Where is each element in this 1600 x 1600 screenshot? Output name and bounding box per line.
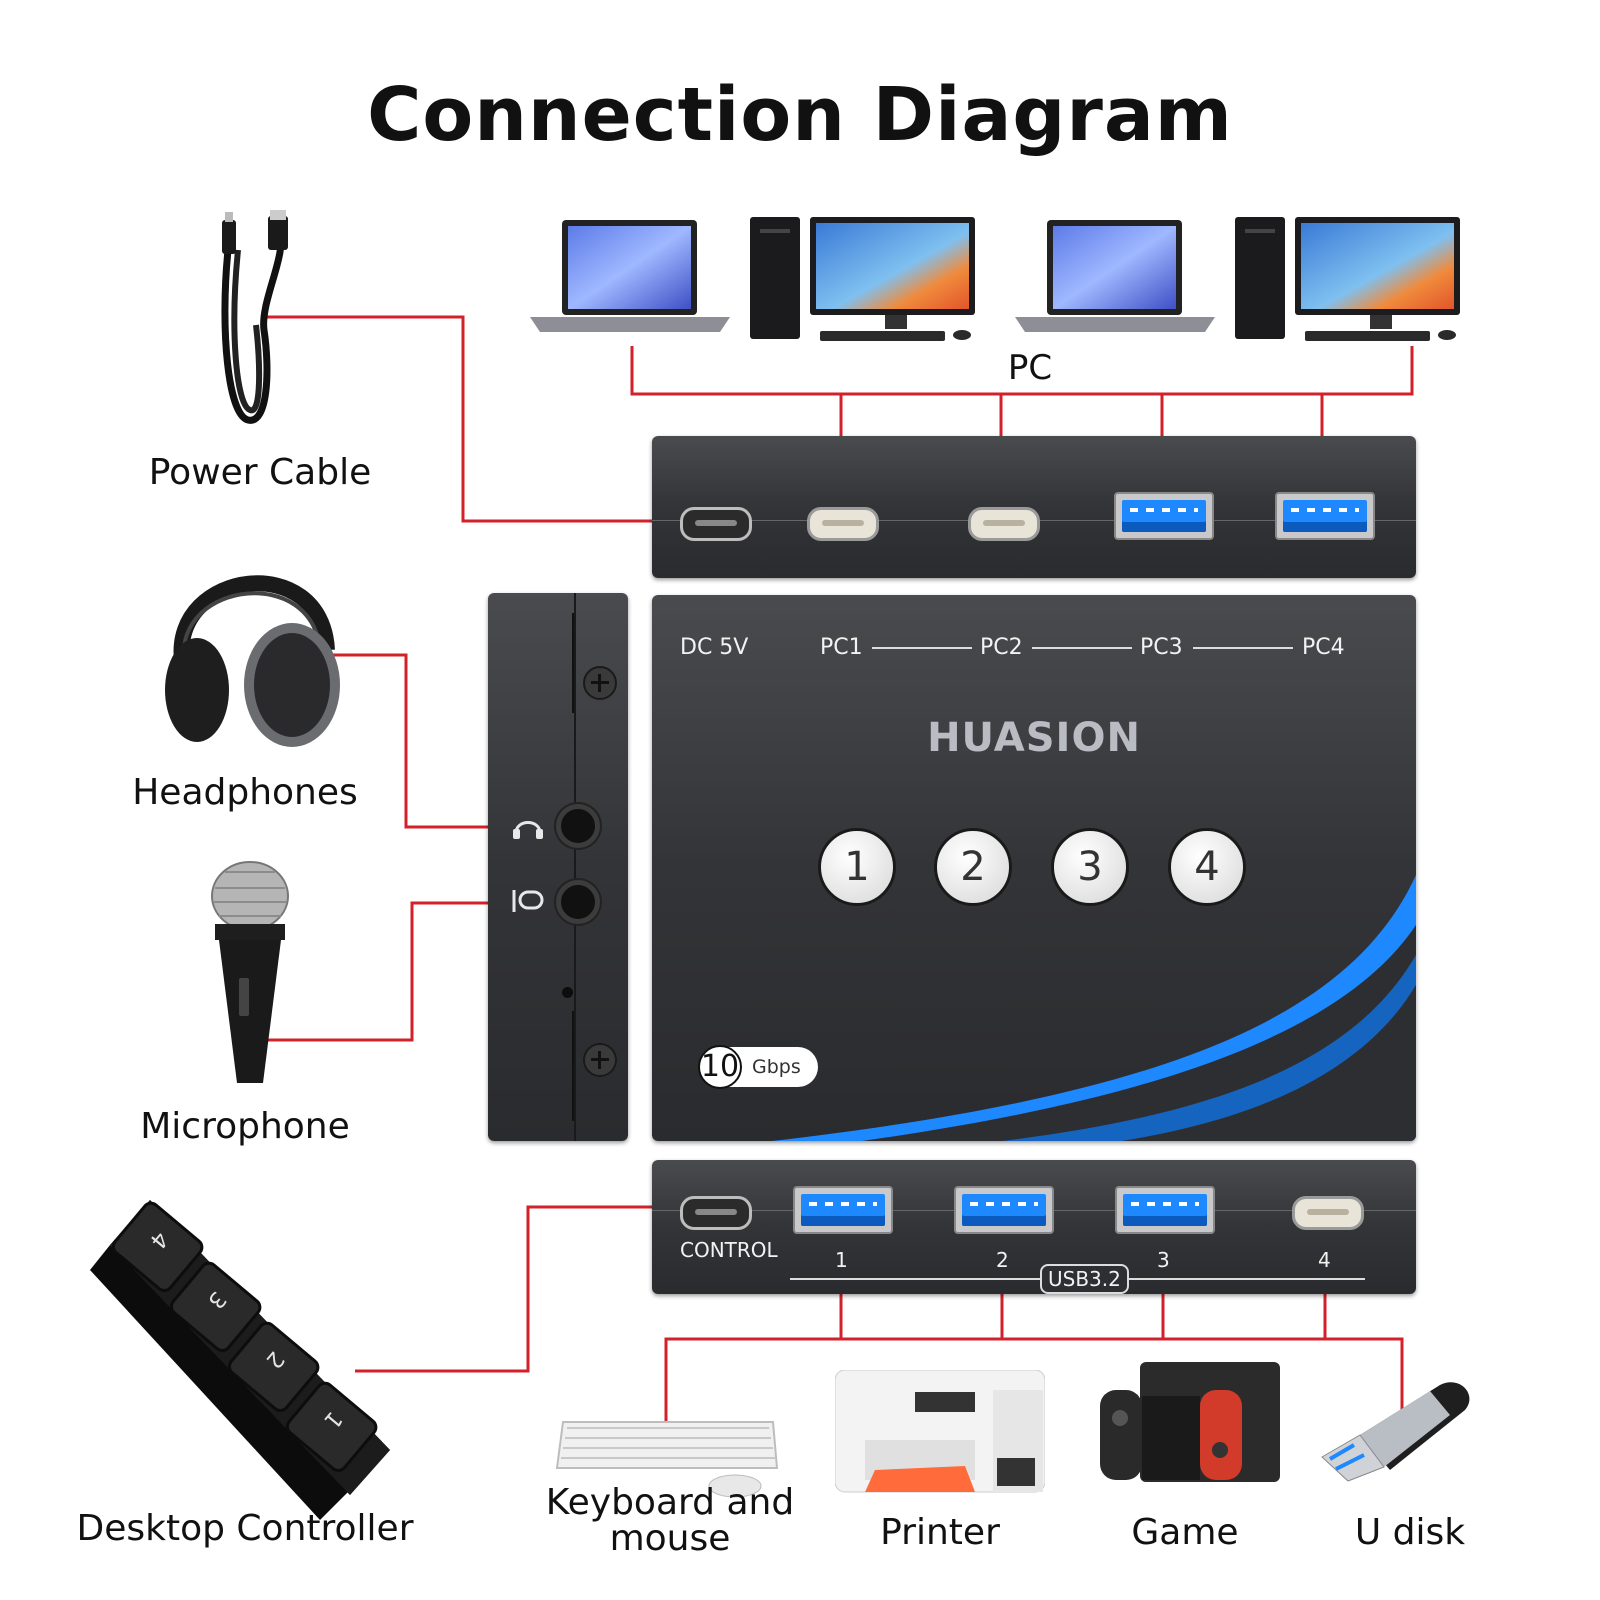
usb-port-4-label: 4 [1318,1248,1331,1272]
blue-swoosh [772,875,1416,1141]
brand-logo: HUASION [927,715,1141,761]
diagram-title: Connection Diagram [367,72,1233,158]
usb-drive-icon [1321,1382,1470,1482]
usb-port-2 [954,1186,1054,1234]
desktop-controller-icon: 4 3 2 1 [90,1200,390,1520]
desktop-icon-2 [1235,217,1460,341]
controller-wire [355,1205,652,1373]
usb-port-2-label: 2 [996,1248,1009,1272]
switch-button-2[interactable]: 2 [934,828,1012,906]
printer-label: Printer [880,1512,1000,1553]
pc4-usba-port [1275,492,1375,540]
speed-number: 10 [698,1045,742,1089]
pc1-usbc-port [807,507,879,541]
headphones-label: Headphones [132,772,358,813]
pc1-label: PC1 [820,635,863,660]
pc-devices [530,217,1460,341]
usb32-badge: USB3.2 [1040,1264,1129,1294]
u-disk-label: U disk [1354,1512,1466,1553]
desktop-icon-1 [750,217,975,341]
headphones-icon [165,575,340,747]
kvm-rear-panel [652,436,1416,578]
usb-port-1-label: 1 [835,1248,848,1272]
game-label: Game [1131,1512,1239,1553]
power-cable-label: Power Cable [148,452,372,493]
control-label: CONTROL [680,1238,778,1262]
switch-button-1[interactable]: 1 [818,828,896,906]
microphone-icon [211,861,289,1083]
screw-top [583,666,617,700]
usb-port-1 [793,1186,893,1234]
usbc-port-4 [1292,1196,1364,1230]
laptop-icon-2 [1015,220,1215,332]
dc-power-port [680,507,752,541]
bottom-bus-wire [664,1337,1404,1430]
keyboard-mouse-icon [555,1421,779,1498]
screw-bottom [583,1043,617,1077]
usb-port-3 [1115,1186,1215,1234]
printer-icon [835,1370,1045,1493]
microphone-jack[interactable] [556,880,600,924]
pc2-label: PC2 [980,635,1023,660]
power-wire [262,315,652,523]
dc-5v-label: DC 5V [680,635,749,660]
pc2-usbc-port [968,507,1040,541]
pc3-label: PC3 [1140,635,1183,660]
reset-hole [562,987,573,998]
headphone-jack[interactable] [556,804,600,848]
pc-label: PC [1007,348,1053,388]
switch-button-4[interactable]: 4 [1168,828,1246,906]
laptop-icon-1 [530,220,730,332]
mic-icon [512,890,544,912]
headphones-wire [330,653,488,829]
pc3-usba-port [1114,492,1214,540]
power-cable-icon [221,210,288,424]
keyboard-mouse-label: Keyboard and mouse [545,1482,795,1559]
pc-bus-wire [630,346,1414,396]
kvm-front-panel: DC 5V PC1 PC2 PC3 PC4 HUASION 1 2 3 4 10… [652,595,1416,1141]
usb-port-3-label: 3 [1157,1248,1170,1272]
microphone-wire [265,901,488,1042]
pc4-label: PC4 [1302,635,1345,660]
microphone-label: Microphone [140,1106,350,1147]
control-port [680,1196,752,1230]
game-console-icon [1100,1362,1280,1482]
kvm-usb-panel: CONTROL 1 2 3 4 USB3.2 [652,1160,1416,1294]
switch-button-3[interactable]: 3 [1051,828,1129,906]
headset-icon [513,821,543,839]
desktop-controller-label: Desktop Controller [76,1508,414,1549]
kvm-side-panel [488,593,628,1141]
speed-unit: Gbps [752,1056,801,1078]
speed-badge: 10 Gbps [698,1045,818,1089]
